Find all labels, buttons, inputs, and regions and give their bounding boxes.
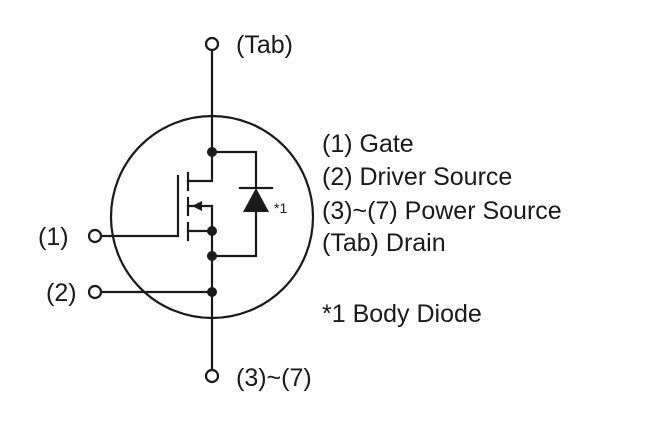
diode-branch-bottom bbox=[210, 210, 258, 258]
body-arrow-icon bbox=[192, 201, 202, 211]
tab-terminal bbox=[204, 36, 220, 52]
pin2-terminal bbox=[87, 284, 103, 300]
pin1-terminal bbox=[87, 228, 103, 244]
diode-branch-top bbox=[210, 150, 258, 190]
pin2-label: (2) bbox=[46, 279, 77, 307]
junction-dot bbox=[207, 251, 217, 261]
junction-dot bbox=[207, 147, 217, 157]
pins3to7-terminal bbox=[204, 368, 220, 384]
junction-dot bbox=[207, 226, 217, 236]
legend-item-driver-source: (2) Driver Source bbox=[322, 163, 512, 191]
footnote: *1 Body Diode bbox=[322, 300, 482, 328]
legend-item-power-source: (3)~(7) Power Source bbox=[322, 197, 562, 225]
pin1-label: (1) bbox=[38, 223, 69, 251]
legend-item-drain: (Tab) Drain bbox=[322, 229, 446, 257]
junction-dot bbox=[207, 287, 217, 297]
diode-note-marker: *1 bbox=[274, 200, 287, 216]
tab-label: (Tab) bbox=[236, 31, 293, 59]
legend-item-gate: (1) Gate bbox=[322, 130, 414, 158]
pins3to7-label: (3)~(7) bbox=[236, 364, 312, 392]
drain-connection bbox=[186, 150, 214, 183]
diode-icon bbox=[243, 188, 269, 212]
